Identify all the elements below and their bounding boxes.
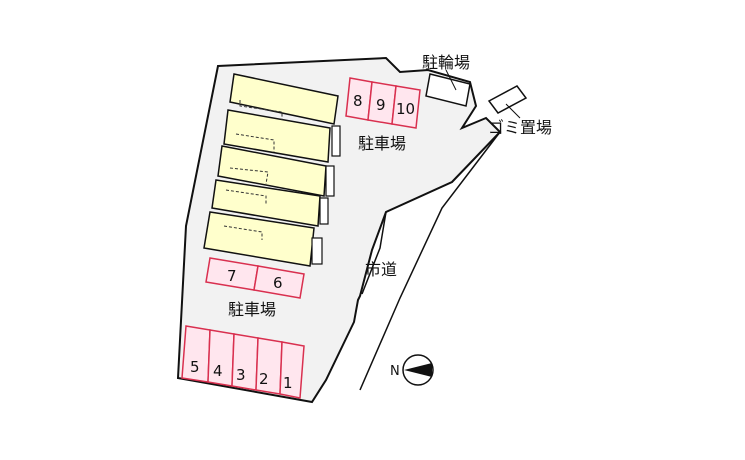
- building: [203, 73, 339, 267]
- parking-top-label: 駐車場: [358, 134, 406, 153]
- building-unit: [229, 73, 339, 125]
- parking-number: 10: [396, 100, 415, 118]
- parking-number: 4: [213, 362, 223, 380]
- parking-bottom: [181, 325, 305, 399]
- compass-letter: N: [390, 364, 400, 379]
- road-edge-right: [359, 131, 501, 391]
- garbage-leader-line: [505, 103, 521, 119]
- parking-number: 1: [283, 374, 293, 392]
- building-unit: [223, 109, 331, 163]
- parking-space: [391, 85, 421, 129]
- parking-number: 6: [273, 274, 283, 292]
- parking-number: 5: [190, 358, 200, 376]
- parking-space: [253, 265, 305, 299]
- parking-number: 8: [353, 92, 363, 110]
- city-road-label: 市道: [365, 260, 397, 279]
- building-unit: [203, 211, 315, 267]
- compass: N: [390, 354, 434, 386]
- parking-number: 2: [259, 370, 269, 388]
- parking-number: 7: [227, 267, 237, 285]
- parking-middle-label: 駐車場: [228, 300, 276, 319]
- bicycle-parking-label: 駐輪場: [422, 53, 470, 72]
- parking-number: 3: [236, 366, 246, 384]
- compass-needle-icon: [404, 363, 432, 377]
- parking-middle: [205, 257, 305, 299]
- bicycle-parking-box: [425, 73, 471, 107]
- building-annexes: [311, 125, 341, 265]
- garbage-area-label: ゴミ置場: [488, 118, 552, 137]
- parking-top: [345, 77, 421, 129]
- garbage-area-box: [487, 85, 528, 114]
- bicycle-leader-line: [445, 69, 457, 91]
- road-edge-left: [361, 211, 387, 295]
- parking-space: [279, 341, 305, 399]
- building-unit: [217, 145, 327, 197]
- building-interior-dashes: [223, 100, 283, 240]
- parking-number: 9: [376, 96, 386, 114]
